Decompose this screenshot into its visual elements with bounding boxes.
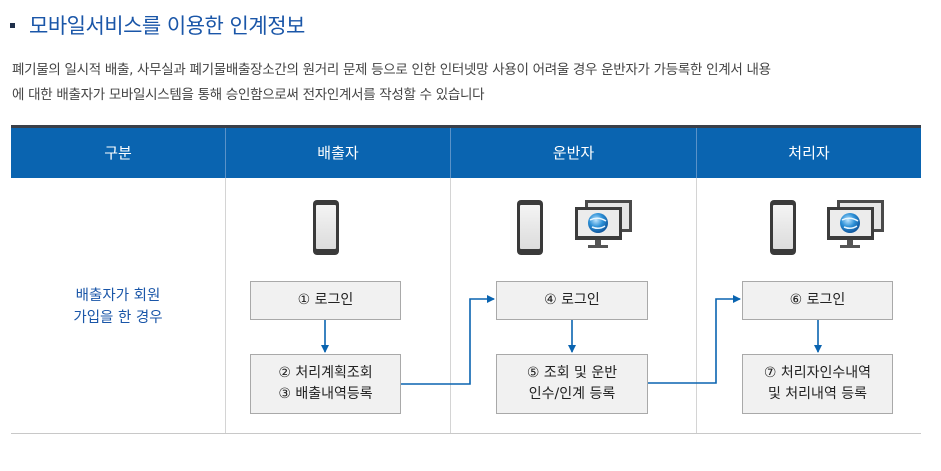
flow-connector-arrow bbox=[648, 295, 741, 384]
column-divider bbox=[225, 178, 226, 433]
step-label: ④ 로그인 bbox=[544, 292, 600, 308]
smartphone-icon bbox=[770, 200, 796, 255]
column-divider bbox=[696, 178, 697, 433]
header-divider bbox=[450, 128, 451, 178]
step-box-discharger-login: ① 로그인 bbox=[250, 281, 401, 320]
step-label: ⑥ 로그인 bbox=[789, 292, 846, 308]
step-label-line-1: ② 처리계획조회 bbox=[278, 365, 373, 381]
smartphone-icon bbox=[517, 200, 543, 255]
description: 폐기물의 일시적 배출, 사무실과 폐기물배출장소간의 원거리 문제 등으로 인… bbox=[12, 58, 927, 108]
page-title: 모바일서비스를 이용한 인계정보 bbox=[29, 14, 305, 38]
step-label-line-1: ⑦ 처리자인수내역 bbox=[763, 365, 872, 381]
header-divider bbox=[696, 128, 697, 178]
description-line-1: 폐기물의 일시적 배출, 사무실과 폐기물배출장소간의 원거리 문제 등으로 인… bbox=[12, 62, 771, 78]
header-discharger: 배출자 bbox=[317, 144, 359, 162]
step-box-discharger-register: ② 처리계획조회 ③ 배출내역등록 bbox=[250, 354, 401, 414]
step-box-transporter-handover: ⑤ 조회 및 운반 인수/인계 등록 bbox=[496, 354, 648, 414]
computer-monitors-icon bbox=[827, 200, 884, 248]
step-label-line-1: ⑤ 조회 및 운반 bbox=[526, 365, 618, 381]
description-line-2: 에 대한 배출자가 모바일시스템을 통해 승인함으로써 전자인계서를 작성할 수… bbox=[12, 87, 485, 103]
row-label: 배출자가 회원 가입을 한 경우 bbox=[11, 285, 225, 329]
smartphone-icon bbox=[313, 200, 339, 255]
row-label-line-1: 배출자가 회원 bbox=[75, 288, 161, 304]
header-category: 구분 bbox=[104, 144, 132, 162]
section-heading: 모바일서비스를 이용한 인계정보 bbox=[10, 8, 305, 42]
flow-connector-arrow bbox=[401, 295, 495, 385]
table-header: 구분 배출자 운반자 처리자 bbox=[11, 125, 921, 178]
step-label-line-2: 인수/인계 등록 bbox=[528, 386, 616, 402]
computer-monitors-icon bbox=[575, 200, 632, 248]
header-processor: 처리자 bbox=[788, 144, 830, 162]
header-divider bbox=[225, 128, 226, 178]
step-box-processor-login: ⑥ 로그인 bbox=[742, 281, 893, 320]
bullet-square-icon bbox=[10, 22, 15, 28]
process-table: 구분 배출자 운반자 처리자 배출자가 회원 가입을 한 경우 bbox=[11, 125, 921, 434]
step-box-processor-register: ⑦ 처리자인수내역 및 처리내역 등록 bbox=[742, 354, 893, 414]
step-label-line-2: ③ 배출내역등록 bbox=[278, 386, 373, 402]
step-label-line-2: 및 처리내역 등록 bbox=[767, 386, 868, 402]
row-label-line-2: 가입을 한 경우 bbox=[73, 310, 163, 326]
step-box-transporter-login: ④ 로그인 bbox=[496, 281, 648, 320]
step-label: ① 로그인 bbox=[297, 292, 354, 308]
column-divider bbox=[450, 178, 451, 433]
header-transporter: 운반자 bbox=[552, 144, 595, 162]
